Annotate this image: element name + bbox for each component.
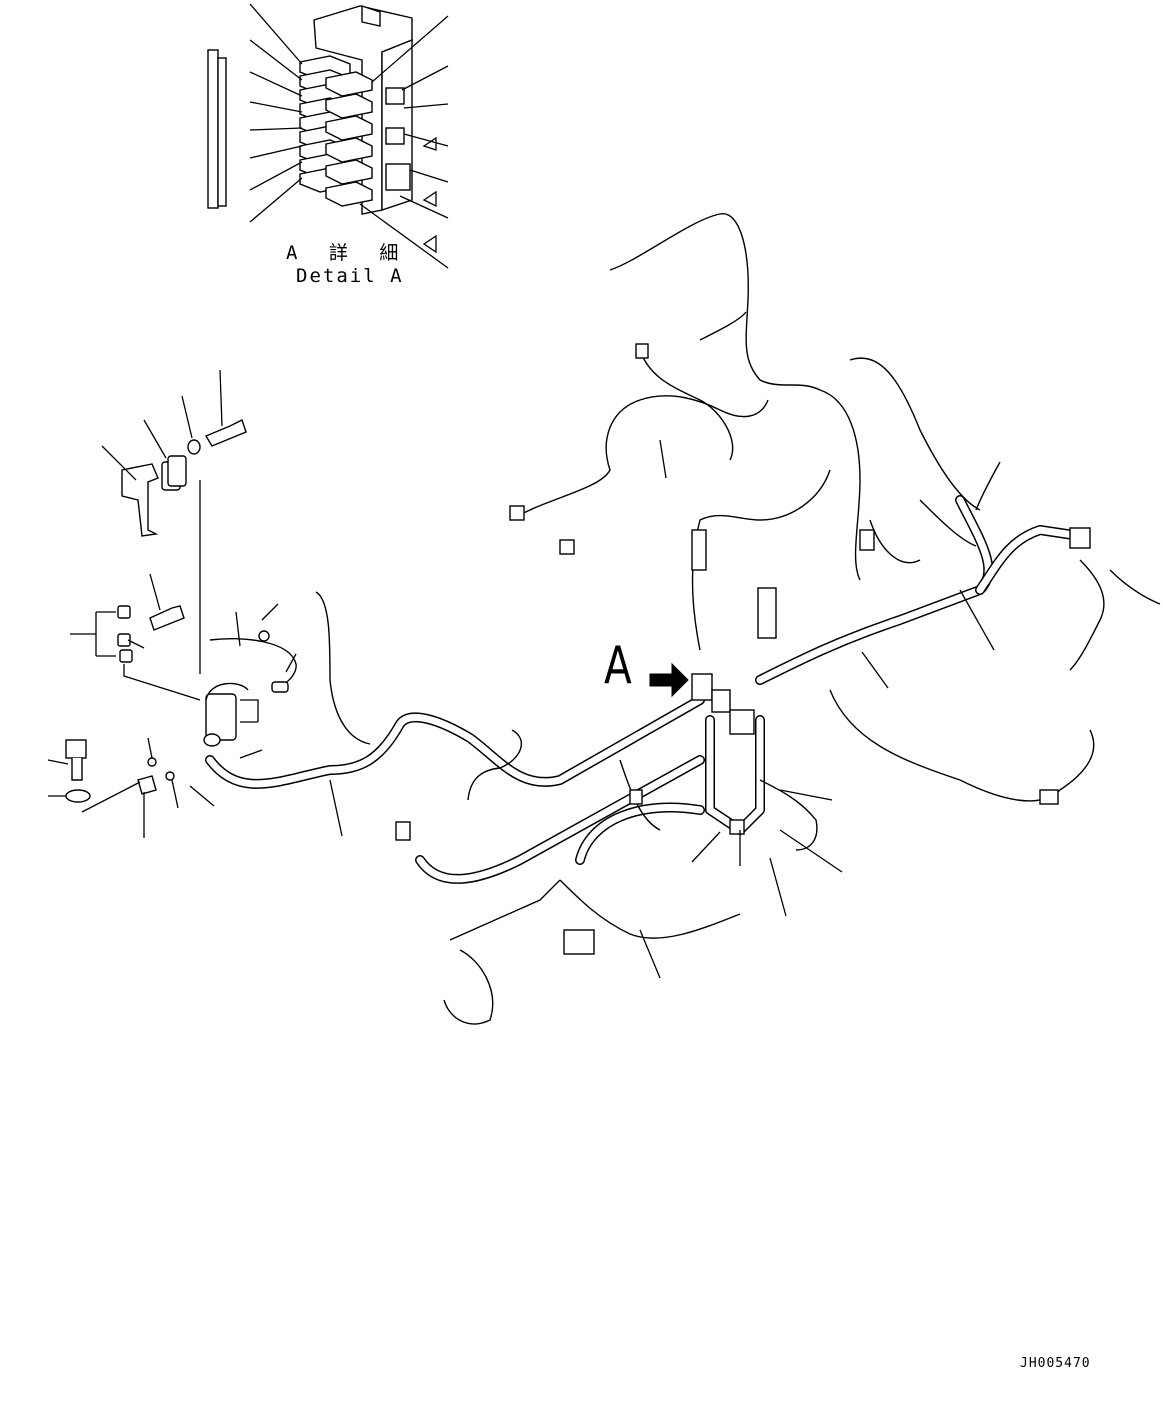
main-bundle [205, 495, 1085, 884]
arrow-right-icon [649, 662, 689, 698]
detail-a-block [207, 3, 449, 269]
connectors [395, 343, 1091, 955]
detail-title-jp: A 詳 細 [286, 242, 409, 264]
detail-title-en: Detail A [296, 265, 404, 287]
thin-wires [315, 213, 1161, 1025]
fuse-rows [299, 55, 373, 207]
view-marker-label: A [604, 636, 632, 696]
left-hardware [47, 369, 297, 838]
main-leaders [329, 439, 995, 979]
document-id: JH005470 [1020, 1356, 1091, 1371]
detail-a-leaders [249, 3, 449, 269]
